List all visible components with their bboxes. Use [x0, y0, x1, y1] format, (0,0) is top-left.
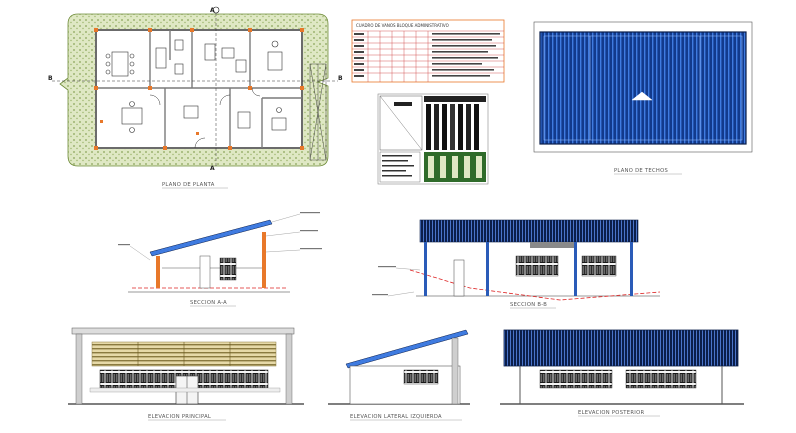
roof-plan: PLANO DE TECHOS — [533, 21, 753, 175]
roof-plan-title: PLANO DE TECHOS — [614, 168, 668, 174]
section-a-top-label: A — [210, 7, 215, 14]
section-bb-note-marks — [372, 266, 396, 296]
rear-elevation: ELEVACION POSTERIOR — [500, 329, 744, 417]
columns — [94, 28, 304, 150]
section-b-left-label: B — [48, 75, 53, 82]
floor-plan: A A B B PLANO DE PLANTA — [48, 6, 343, 189]
section-aa: SECCION A-A — [118, 212, 322, 307]
door-swings — [149, 87, 261, 149]
window-schedule-grid — [352, 30, 504, 82]
left-elevation: ELEVACION LATERAL IZQUIERDA — [328, 329, 470, 421]
section-bb-columns — [424, 242, 633, 296]
left-elevation-title: ELEVACION LATERAL IZQUIERDA — [350, 414, 442, 420]
section-lines — [52, 8, 338, 168]
section-aa-note-marks — [118, 212, 322, 250]
section-aa-leaders — [129, 213, 301, 261]
entrance-ramp — [309, 63, 327, 161]
section-a-bottom-label: A — [210, 165, 215, 172]
window-schedule: CUADRO DE VANOS BLOQUE ADMINISTRATIVO — [351, 19, 505, 83]
front-elevation-dividers — [137, 342, 231, 366]
floor-plan-title: PLANO DE PLANTA — [162, 182, 215, 188]
front-elevation: ELEVACION PRINCIPAL — [68, 327, 304, 421]
window-schedule-text-marks — [354, 33, 500, 77]
door-schedule — [377, 93, 489, 185]
section-bb-leaders — [387, 267, 421, 297]
furniture — [105, 39, 287, 133]
section-b-right-label: B — [338, 75, 343, 82]
rear-elevation-title: ELEVACION POSTERIOR — [578, 410, 644, 416]
interior-walls — [96, 30, 302, 148]
front-elevation-title: ELEVACION PRINCIPAL — [148, 414, 211, 420]
door-schedule-rows — [382, 155, 414, 177]
section-bb: SECCION B-B — [372, 219, 661, 309]
window-schedule-title: CUADRO DE VANOS BLOQUE ADMINISTRATIVO — [356, 23, 449, 28]
door-schedule-columns — [426, 104, 479, 150]
section-a-top-marker — [212, 6, 220, 14]
section-aa-title: SECCION A-A — [190, 300, 227, 306]
building-outline — [95, 29, 303, 149]
door-schedule-marks — [428, 156, 482, 178]
section-bb-title: SECCION B-B — [510, 302, 547, 308]
